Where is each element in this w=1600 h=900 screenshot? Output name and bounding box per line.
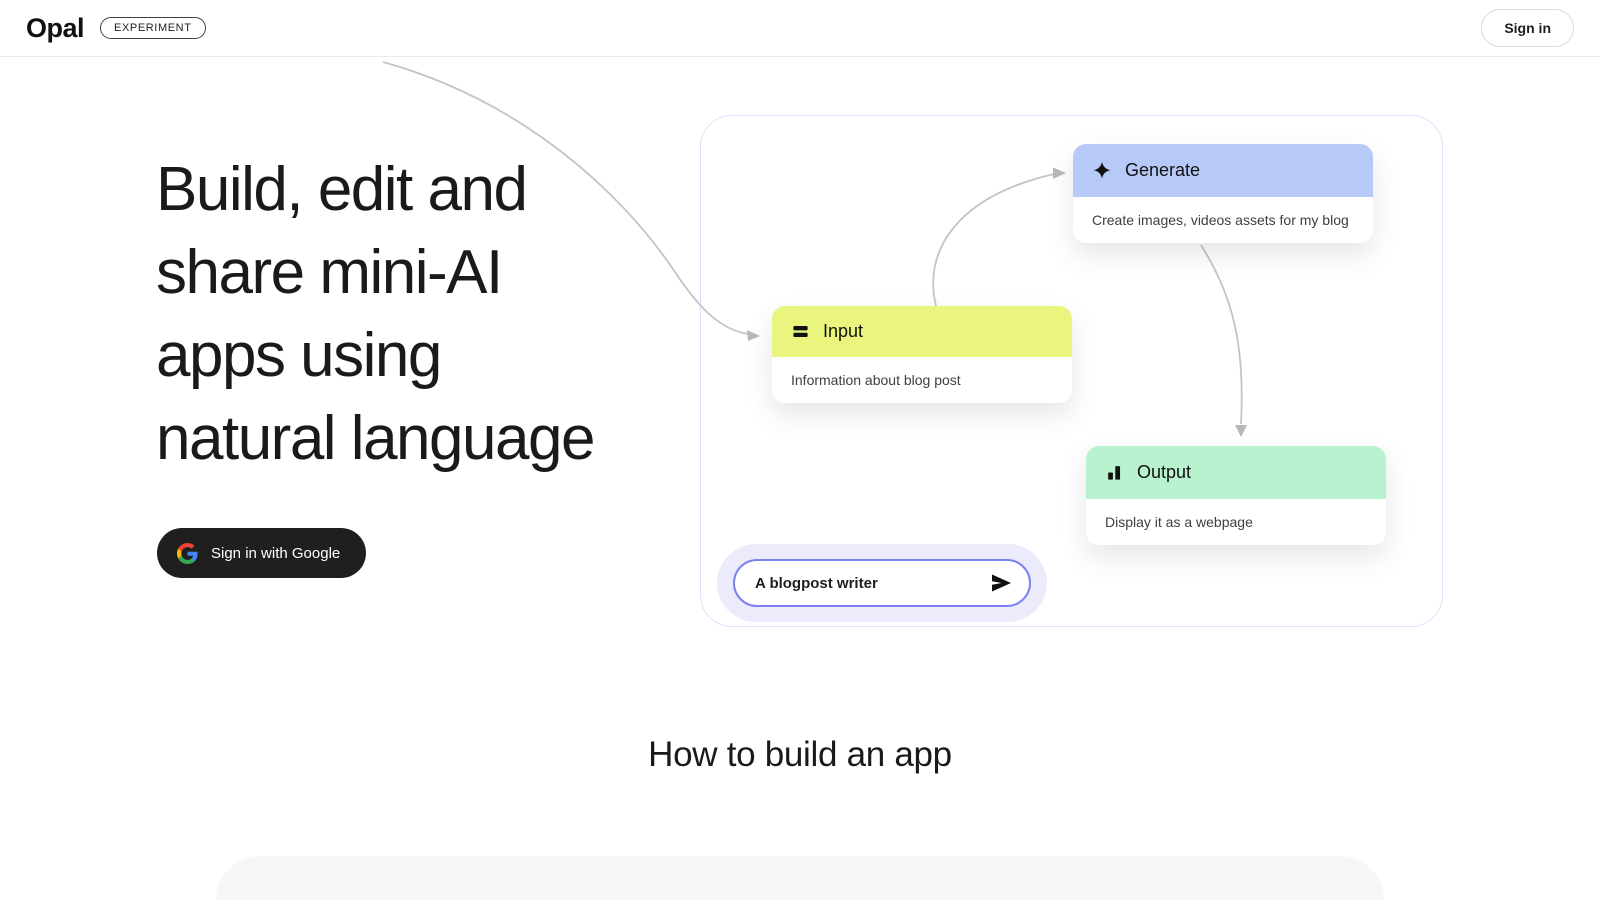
send-icon[interactable] (989, 571, 1013, 595)
prompt-value: A blogpost writer (755, 574, 878, 592)
generate-node-description: Create images, videos assets for my blog (1073, 197, 1373, 243)
output-node-description: Display it as a webpage (1086, 499, 1386, 545)
input-node-description: Information about blog post (772, 357, 1072, 403)
text-lines-icon (791, 322, 810, 341)
output-node[interactable]: Output Display it as a webpage (1086, 446, 1386, 545)
bar-chart-icon (1105, 463, 1124, 482)
experiment-badge: EXPERIMENT (100, 17, 206, 39)
output-node-header: Output (1086, 446, 1386, 499)
generate-node-label: Generate (1125, 160, 1201, 180)
sign-in-button[interactable]: Sign in (1481, 9, 1574, 47)
input-node-label: Input (823, 321, 864, 341)
google-sign-in-button[interactable]: Sign in with Google (157, 528, 367, 578)
top-nav: Opal EXPERIMENT Sign in (0, 0, 1600, 57)
how-to-section-panel (216, 856, 1384, 900)
generate-node[interactable]: Generate Create images, videos assets fo… (1073, 144, 1373, 243)
prompt-input[interactable]: A blogpost writer (733, 559, 1031, 607)
opal-logo[interactable]: Opal (26, 12, 85, 43)
workflow-demo-card: Generate Create images, videos assets fo… (700, 115, 1443, 627)
output-node-label: Output (1137, 462, 1192, 482)
generate-node-header: Generate (1073, 144, 1373, 197)
prompt-glow: A blogpost writer (717, 544, 1047, 622)
google-sign-in-label: Sign in with Google (211, 544, 341, 562)
how-to-heading: How to build an app (648, 735, 952, 774)
input-node[interactable]: Input Information about blog post (772, 306, 1072, 403)
sparkle-icon (1092, 161, 1112, 181)
hero-heading: Build, edit and share mini-AI apps using… (156, 155, 595, 473)
google-g-icon (177, 542, 198, 564)
input-node-header: Input (772, 306, 1072, 357)
